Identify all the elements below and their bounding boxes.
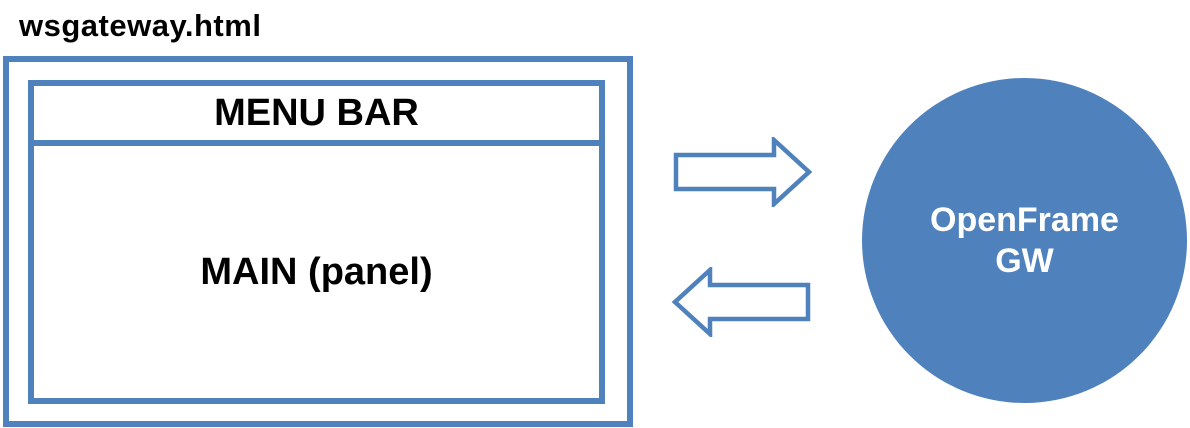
page-box: MENU BAR MAIN (panel) bbox=[28, 80, 605, 404]
arrow-right-icon bbox=[673, 137, 813, 207]
main-panel-label: MAIN (panel) bbox=[200, 250, 433, 293]
diagram-title: wsgateway.html bbox=[19, 8, 262, 43]
menu-bar-label: MENU BAR bbox=[214, 91, 419, 134]
menu-bar: MENU BAR bbox=[34, 86, 599, 146]
gateway-label-line1: OpenFrame bbox=[930, 201, 1119, 240]
gateway-circle: OpenFrame GW bbox=[862, 78, 1187, 403]
arrow-left-icon bbox=[671, 267, 811, 337]
arrow-right-shape bbox=[673, 137, 813, 207]
gateway-label: OpenFrame GW bbox=[930, 200, 1119, 280]
arrow-left-shape bbox=[671, 267, 811, 337]
browser-window-frame: MENU BAR MAIN (panel) bbox=[3, 56, 633, 427]
gateway-label-line2: GW bbox=[995, 241, 1054, 280]
main-panel: MAIN (panel) bbox=[34, 146, 599, 398]
